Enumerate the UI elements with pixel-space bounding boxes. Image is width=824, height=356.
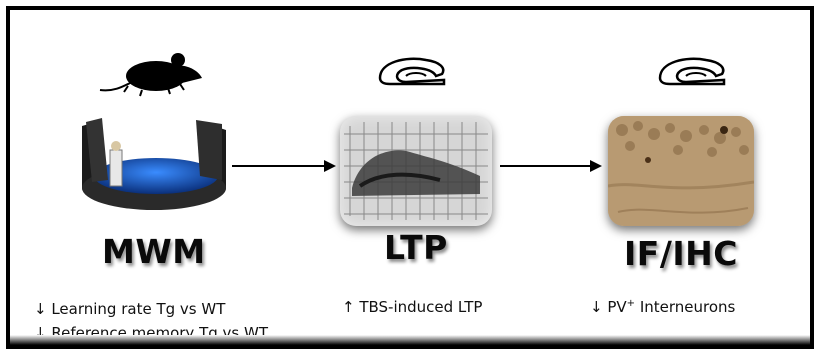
mouse-icon bbox=[99, 53, 202, 97]
arrow-head-icon bbox=[324, 160, 336, 172]
water-maze-pool bbox=[82, 118, 226, 210]
step-label-ifihc: IF/IHC bbox=[624, 234, 738, 273]
hippocampal-slice-electrode-array bbox=[340, 116, 492, 226]
finding-ltp-1: ↑ TBS-induced LTP bbox=[342, 298, 483, 316]
stained-tissue-section bbox=[608, 116, 754, 226]
figure-frame: MWM LTP IF/IHC ↓ Learning rate Tg vs WT … bbox=[6, 6, 814, 349]
finding-ifihc-1: ↓ PV+ Interneurons bbox=[590, 298, 736, 316]
step-label-ltp: LTP bbox=[384, 228, 448, 267]
finding-mwm-1: ↓ Learning rate Tg vs WT bbox=[34, 300, 226, 318]
step-label-mwm: MWM bbox=[102, 232, 206, 271]
arrow-head-icon bbox=[590, 160, 602, 172]
hippocampus-icon bbox=[378, 57, 446, 86]
arrow-ltp-to-ifihc bbox=[500, 165, 594, 167]
arrow-mwm-to-ltp bbox=[232, 165, 328, 167]
hippocampus-icon bbox=[658, 57, 726, 86]
finding-mwm-2: ↓ Reference memory Tg vs WT bbox=[34, 324, 268, 342]
